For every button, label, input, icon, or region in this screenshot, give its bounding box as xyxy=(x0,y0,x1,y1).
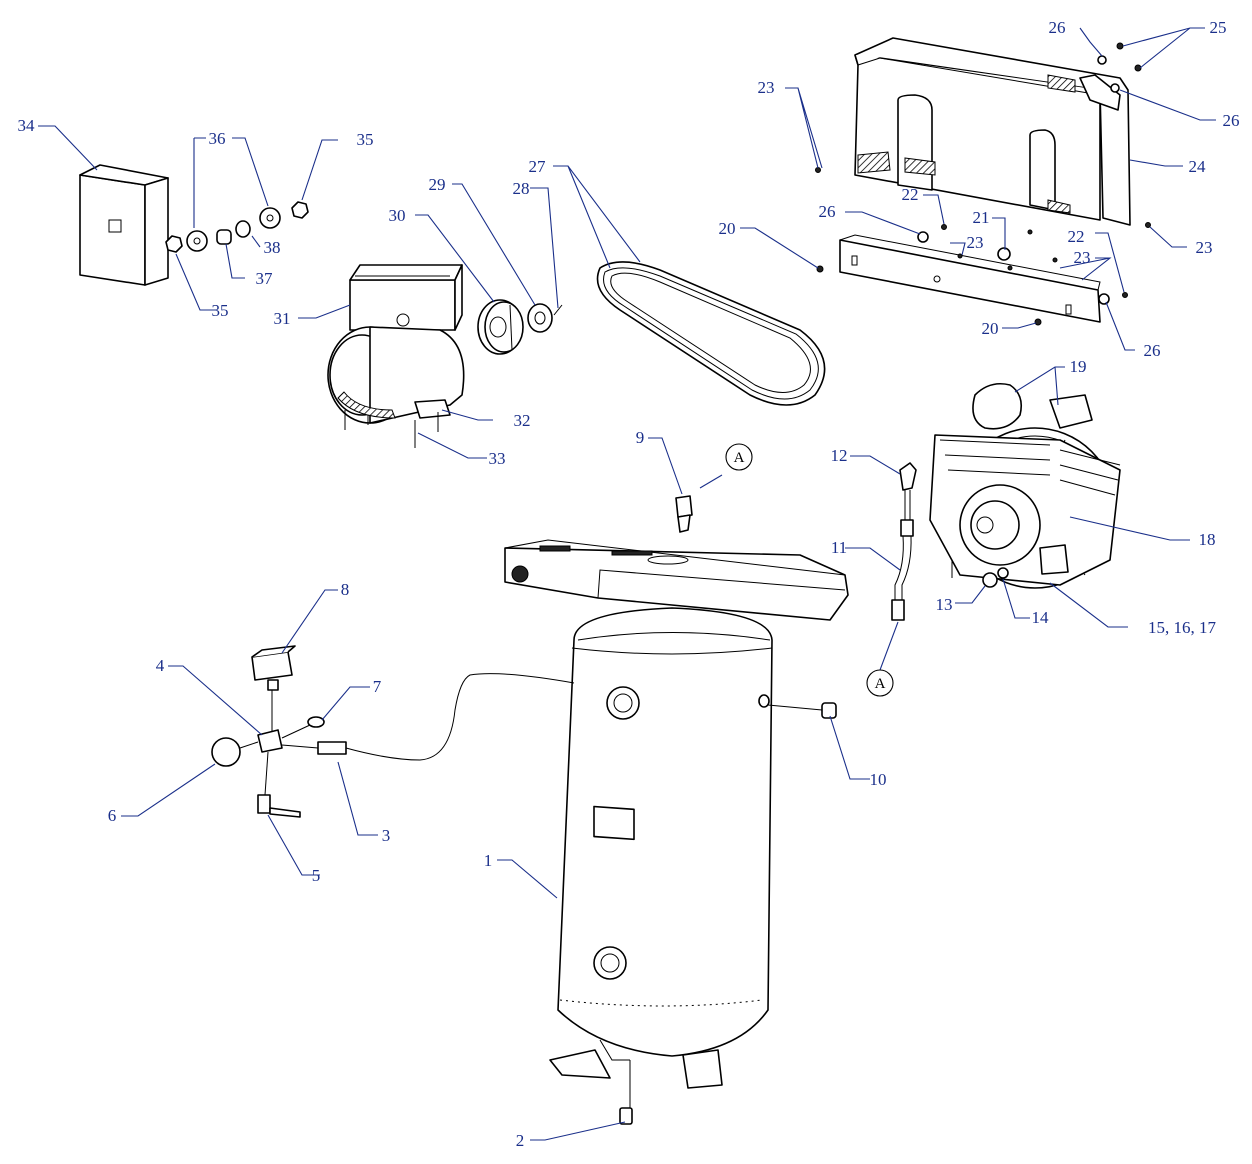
callout-30: 30 xyxy=(389,206,406,225)
compressor-pump xyxy=(929,382,1121,589)
callout-4: 4 xyxy=(156,656,165,675)
callout-26-top: 26 xyxy=(1049,18,1066,37)
callout-18: 18 xyxy=(1199,530,1216,549)
connector-label: A xyxy=(875,676,886,692)
callout-3: 3 xyxy=(382,826,391,845)
callout-26-lower: 26 xyxy=(1144,341,1161,360)
callout-32: 32 xyxy=(514,411,531,430)
v-belt xyxy=(596,261,826,406)
callout-36: 36 xyxy=(209,129,226,148)
callout-8: 8 xyxy=(341,580,350,599)
connector-a-top: A xyxy=(725,443,753,471)
callout-12: 12 xyxy=(831,446,848,465)
callout-2: 2 xyxy=(516,1131,525,1150)
belt-guard xyxy=(854,37,1131,226)
box-hardware xyxy=(165,201,309,253)
callout-14: 14 xyxy=(1032,608,1050,627)
leader-lines xyxy=(38,27,1216,1141)
callout-labels: 1 2 3 4 5 6 7 8 9 10 11 12 13 14 15, 16,… xyxy=(18,18,1240,1150)
callout-22-upper: 22 xyxy=(902,185,919,204)
callout-9: 9 xyxy=(636,428,645,447)
callout-26-right: 26 xyxy=(1223,111,1240,130)
callout-25: 25 xyxy=(1210,18,1227,37)
callout-23-center: 23 xyxy=(967,233,984,252)
callout-33: 33 xyxy=(489,449,506,468)
callout-24: 24 xyxy=(1189,157,1207,176)
callout-35-left: 35 xyxy=(212,301,229,320)
callout-21: 21 xyxy=(973,208,990,227)
control-box xyxy=(79,164,169,286)
callout-28: 28 xyxy=(513,179,530,198)
motor-pulley xyxy=(477,299,563,355)
callout-5: 5 xyxy=(312,866,321,885)
callout-20-lower: 20 xyxy=(982,319,999,338)
callout-1: 1 xyxy=(484,851,493,870)
callout-7: 7 xyxy=(373,677,382,696)
callout-13: 13 xyxy=(936,595,953,614)
callout-26-left: 26 xyxy=(819,202,836,221)
callout-27: 27 xyxy=(529,157,547,176)
callout-10: 10 xyxy=(870,770,887,789)
callout-23-bracket: 23 xyxy=(1074,248,1091,267)
manifold-assembly xyxy=(211,645,575,818)
callout-15-16-17: 15, 16, 17 xyxy=(1148,618,1217,637)
callout-19: 19 xyxy=(1070,357,1087,376)
callout-29: 29 xyxy=(429,175,446,194)
air-tank xyxy=(549,607,773,1125)
tank-mounting-plate xyxy=(504,539,849,621)
tank-fitting xyxy=(758,694,837,719)
connector-label: A xyxy=(734,450,745,466)
callout-31: 31 xyxy=(274,309,291,328)
callout-20-upper: 20 xyxy=(719,219,736,238)
guard-bracket xyxy=(816,231,1110,326)
callout-38: 38 xyxy=(264,238,281,257)
callout-35-right: 35 xyxy=(357,130,374,149)
callout-6: 6 xyxy=(108,806,117,825)
callout-37: 37 xyxy=(256,269,274,288)
electric-motor xyxy=(327,264,465,448)
callout-23-left: 23 xyxy=(758,78,775,97)
callout-11: 11 xyxy=(831,538,847,557)
pump-fittings xyxy=(982,567,1009,588)
guard-hardware xyxy=(815,42,1151,298)
callout-22-right: 22 xyxy=(1068,227,1085,246)
connector-a-bottom: A xyxy=(866,669,894,697)
callout-23-right: 23 xyxy=(1196,238,1213,257)
callout-34: 34 xyxy=(18,116,36,135)
discharge-tubing xyxy=(675,462,917,621)
